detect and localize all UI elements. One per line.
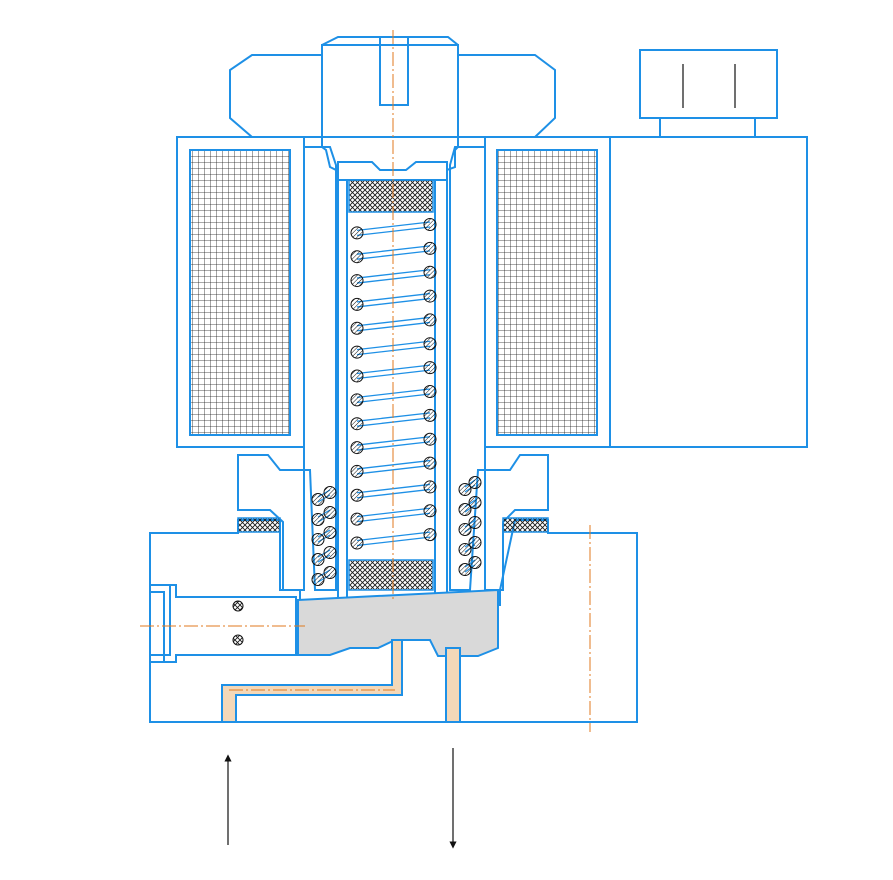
spring-wire-section (323, 486, 337, 499)
spring-coil (356, 459, 431, 475)
spring-wire-section (458, 523, 472, 536)
spring-wire-section (423, 480, 437, 494)
spring-wire-section (323, 546, 337, 559)
spring-wire-section (458, 503, 472, 516)
spring-wire-section (323, 526, 337, 539)
spring-wire-section (423, 456, 437, 470)
spring-wire-section (311, 573, 325, 586)
spring-wire-section (423, 504, 437, 518)
spring-wire-section (423, 289, 437, 303)
spring-coil (356, 436, 431, 451)
spring-wire-section (350, 321, 364, 335)
spring-wire-section (350, 417, 364, 431)
spring-wire-section (468, 496, 482, 509)
spring-wire-section (323, 566, 337, 579)
spring-wire-section (423, 265, 437, 279)
coil-housing-left (176, 136, 305, 448)
spring-wire-section (350, 512, 364, 526)
spring-wire-section (468, 556, 482, 569)
spring-wire-section (350, 297, 364, 311)
coil-housing-right (484, 136, 611, 448)
centerlines (140, 30, 591, 732)
fluid-chamber (297, 588, 499, 657)
left-spring (311, 486, 337, 586)
spring-wire-section (423, 408, 437, 422)
gasket-left (237, 517, 281, 533)
spring-wire-section (350, 345, 364, 359)
spring-wire-section (311, 493, 325, 506)
core-tube (237, 146, 549, 591)
electrical-connector (609, 49, 808, 448)
spring-wire-section (350, 226, 364, 240)
spring-wire-section (423, 241, 437, 255)
spring-wire-section (423, 528, 437, 542)
spring-wire-section (458, 543, 472, 556)
spring-wire-section (458, 483, 472, 496)
spring-wire-section (423, 337, 437, 351)
spring-wire-section (350, 488, 364, 502)
spring-wire-section (350, 464, 364, 478)
right-spring (458, 476, 482, 576)
gasket-right (502, 517, 549, 533)
side-plug (149, 584, 297, 663)
spring-wire-section (311, 553, 325, 566)
spring-wire-section (468, 516, 482, 529)
spring-wire-section (468, 476, 482, 489)
stator-core (321, 36, 459, 181)
outlet-channel (445, 647, 461, 723)
spring-wire-section (350, 274, 364, 288)
spring-wire-section (350, 393, 364, 407)
spring-wire-section (468, 536, 482, 549)
spring-wire-section (350, 441, 364, 455)
spring-wire-section (423, 218, 437, 231)
spring-wire-section (350, 250, 364, 264)
spring-wire-section (350, 369, 364, 383)
spring-wire-section (350, 536, 364, 550)
spring-wire-section (423, 385, 437, 398)
spring-wire-section (423, 361, 437, 375)
spring-wire-section (458, 563, 472, 576)
spring-wire-section (423, 432, 437, 446)
inlet-channel (221, 639, 403, 723)
spring-wire-section (311, 533, 325, 546)
spring-wire-section (311, 513, 325, 526)
spring-wire-section (323, 506, 337, 519)
spring-wire-section (423, 313, 437, 327)
